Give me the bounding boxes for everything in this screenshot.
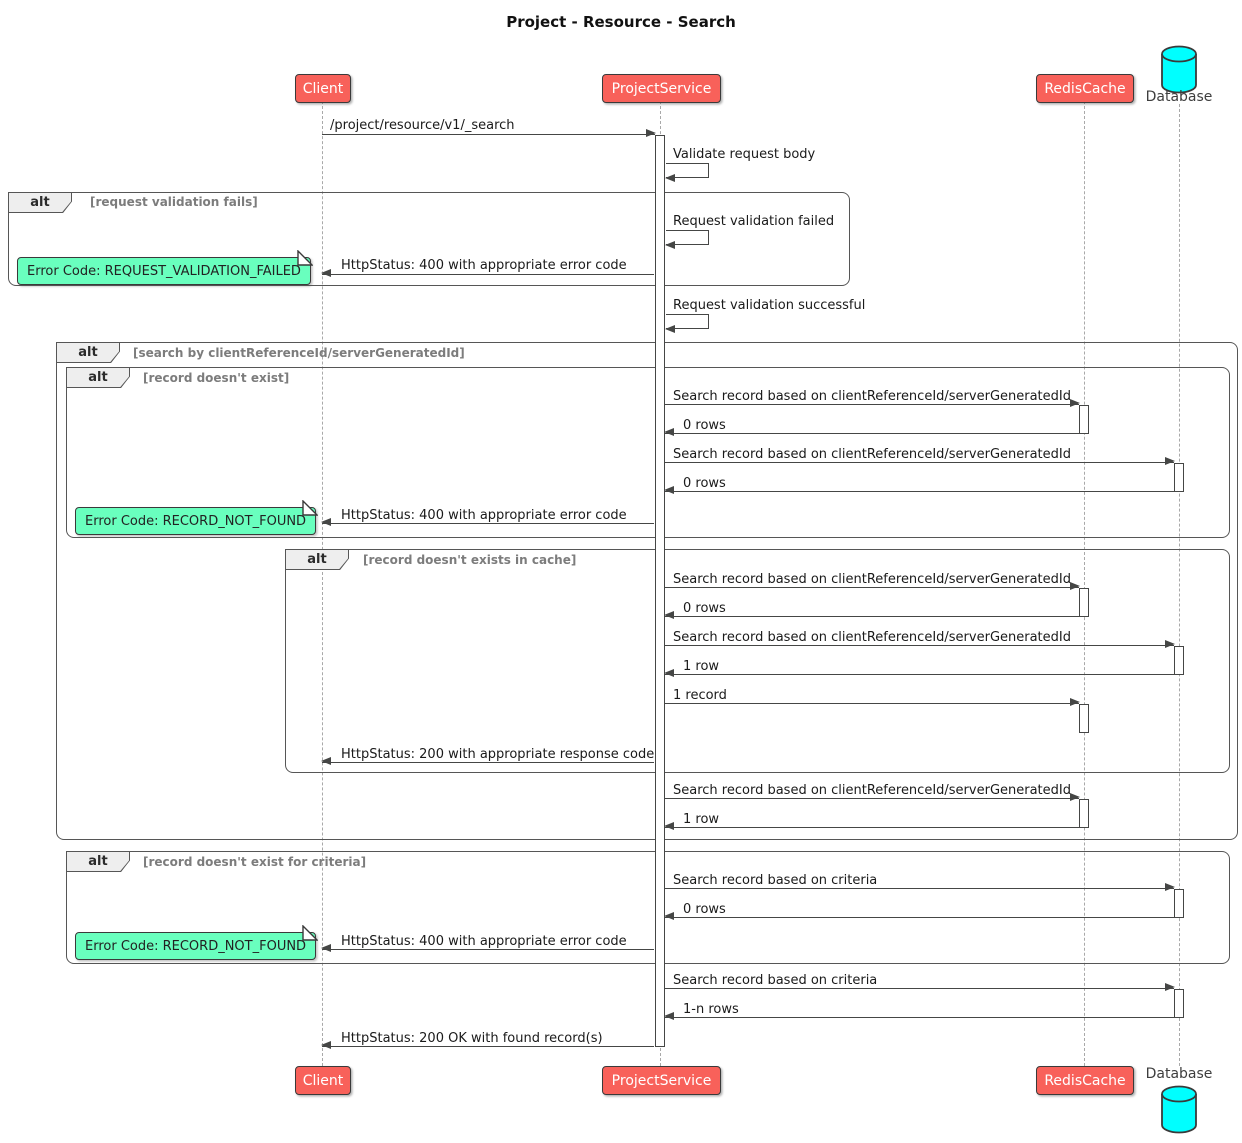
message-arrow bbox=[665, 883, 1175, 892]
message-label: 0 rows bbox=[683, 601, 726, 616]
cache-activation bbox=[1078, 704, 1089, 733]
alt-keyword-search-by-id: alt bbox=[56, 342, 120, 363]
cache-lifeline bbox=[1083, 101, 1085, 1066]
database-cylinder-icon bbox=[1161, 45, 1197, 94]
client-lifeline bbox=[321, 101, 323, 1066]
cache-activation bbox=[1078, 588, 1089, 617]
self-message-arrow bbox=[665, 230, 709, 250]
message-arrow bbox=[664, 1012, 1174, 1021]
alt-keyword-record-not-in-cache: alt bbox=[285, 549, 349, 570]
message-label: Validate request body bbox=[673, 147, 816, 162]
message-label: Request validation failed bbox=[673, 214, 835, 229]
message-label: Search record based on criteria bbox=[673, 973, 878, 988]
note-text: Error Code: RECORD_NOT_FOUND bbox=[85, 513, 307, 529]
database-activation bbox=[1173, 646, 1184, 675]
database-lifeline bbox=[1178, 104, 1180, 1066]
message-label: HttpStatus: 400 with appropriate error c… bbox=[341, 258, 627, 273]
message-arrow bbox=[665, 983, 1175, 992]
message-arrow bbox=[321, 518, 654, 527]
message-label: 1 row bbox=[683, 812, 720, 827]
message-label: 0 rows bbox=[683, 476, 726, 491]
message-arrow bbox=[665, 698, 1080, 707]
message-label: 0 rows bbox=[683, 902, 726, 917]
diagram-title: Project - Resource - Search bbox=[506, 13, 736, 31]
message-label: Search record based on clientReferenceId… bbox=[673, 783, 1071, 798]
message-arrow bbox=[664, 822, 1079, 831]
participant-cache-bottom: RedisCache bbox=[1036, 1066, 1134, 1095]
error-note: Error Code: REQUEST_VALIDATION_FAILED bbox=[17, 250, 313, 285]
alt-keyword-validation: alt bbox=[8, 192, 72, 213]
alt-condition-record-not-exist: [record doesn't exist] bbox=[143, 371, 290, 385]
note-text: Error Code: RECORD_NOT_FOUND bbox=[85, 938, 307, 954]
alt-fragment-search-by-id bbox=[56, 342, 1238, 840]
database-activation bbox=[1173, 463, 1184, 492]
service-activation bbox=[654, 135, 665, 1047]
message-arrow bbox=[321, 269, 654, 278]
database-activation bbox=[1173, 989, 1184, 1018]
participant-database-bottom: Database bbox=[1145, 1066, 1213, 1082]
database-cylinder-icon bbox=[1161, 1085, 1197, 1134]
participant-service-top: ProjectService bbox=[602, 74, 721, 103]
error-note: Error Code: RECORD_NOT_FOUND bbox=[75, 500, 319, 535]
message-label: HttpStatus: 400 with appropriate error c… bbox=[341, 934, 627, 949]
message-label: Search record based on criteria bbox=[673, 873, 878, 888]
message-label: Search record based on clientReferenceId… bbox=[673, 447, 1071, 462]
note-text: Error Code: REQUEST_VALIDATION_FAILED bbox=[27, 263, 301, 279]
message-label: /project/resource/v1/_search bbox=[330, 118, 515, 133]
message-arrow bbox=[664, 428, 1079, 437]
cache-activation bbox=[1078, 799, 1089, 828]
message-label: Search record based on clientReferenceId… bbox=[673, 630, 1071, 645]
message-arrow bbox=[664, 611, 1079, 620]
note-fold-icon bbox=[302, 500, 319, 516]
message-arrow bbox=[665, 582, 1080, 591]
message-label: HttpStatus: 400 with appropriate error c… bbox=[341, 508, 627, 523]
message-label: Request validation successful bbox=[673, 298, 866, 313]
message-arrow bbox=[664, 669, 1174, 678]
message-arrow bbox=[665, 640, 1175, 649]
message-arrow bbox=[665, 457, 1175, 466]
alt-condition-record-not-in-cache: [record doesn't exists in cache] bbox=[363, 553, 577, 567]
participant-cache-top: RedisCache bbox=[1036, 74, 1134, 103]
alt-keyword-record-not-exist: alt bbox=[66, 367, 130, 388]
alt-fragment-criteria bbox=[66, 851, 1230, 964]
participant-service-bottom: ProjectService bbox=[602, 1066, 721, 1095]
alt-fragment-validation bbox=[8, 192, 850, 286]
note-fold-icon bbox=[302, 925, 319, 941]
message-label: Search record based on clientReferenceId… bbox=[673, 572, 1071, 587]
message-arrow bbox=[665, 793, 1080, 802]
participant-client-top: Client bbox=[295, 74, 351, 103]
message-arrow bbox=[321, 757, 654, 766]
participant-database-top: Database bbox=[1145, 89, 1213, 105]
alt-condition-criteria: [record doesn't exist for criteria] bbox=[143, 855, 367, 869]
alt-condition-search-by-id: [search by clientReferenceId/serverGener… bbox=[133, 346, 465, 360]
message-label: 1-n rows bbox=[683, 1002, 739, 1017]
message-label: 1 record bbox=[673, 688, 727, 703]
message-label: HttpStatus: 200 OK with found record(s) bbox=[341, 1031, 603, 1046]
message-arrow bbox=[664, 912, 1174, 921]
message-arrow bbox=[321, 944, 654, 953]
alt-fragment-record-not-exist bbox=[66, 367, 1230, 538]
message-arrow bbox=[665, 399, 1080, 408]
self-message-arrow bbox=[665, 163, 709, 183]
alt-fragment-record-not-in-cache bbox=[285, 549, 1230, 773]
message-label: Search record based on clientReferenceId… bbox=[673, 389, 1071, 404]
message-arrow bbox=[664, 486, 1174, 495]
participant-client-bottom: Client bbox=[295, 1066, 351, 1095]
message-label: 0 rows bbox=[683, 418, 726, 433]
error-note: Error Code: RECORD_NOT_FOUND bbox=[75, 925, 319, 960]
message-arrow bbox=[321, 1041, 654, 1050]
cache-activation bbox=[1078, 405, 1089, 434]
self-message-arrow bbox=[665, 314, 709, 334]
message-label: HttpStatus: 200 with appropriate respons… bbox=[341, 747, 655, 762]
alt-keyword-criteria: alt bbox=[66, 851, 130, 872]
note-fold-icon bbox=[297, 250, 313, 266]
database-activation bbox=[1173, 889, 1184, 918]
message-label: 1 row bbox=[683, 659, 720, 674]
message-arrow bbox=[322, 129, 656, 138]
alt-condition-validation: [request validation fails] bbox=[90, 195, 258, 209]
